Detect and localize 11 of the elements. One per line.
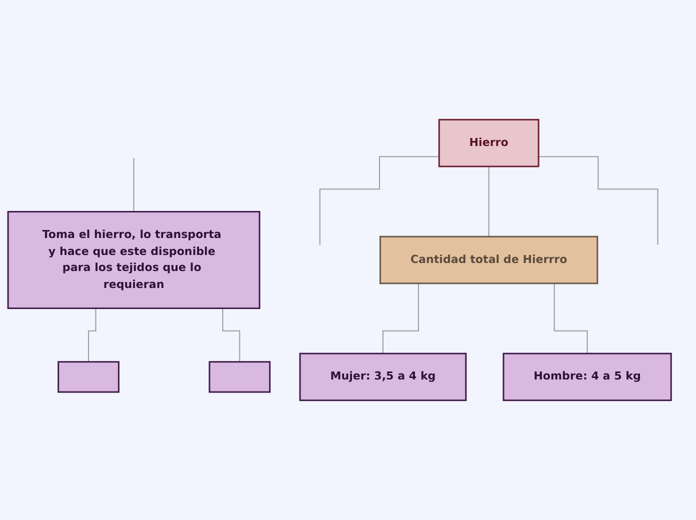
- node-box: [58, 361, 120, 393]
- connector: [319, 156, 440, 246]
- node-box: [208, 361, 271, 393]
- node-box: Toma el hierro, lo transporta y hace que este disponible para los tejidos que lo requieran: [7, 210, 260, 310]
- connector: [133, 158, 134, 212]
- node-box: Mujer: 3,5 a 4 kg: [299, 352, 467, 402]
- node-box: Hierro: [438, 118, 540, 168]
- connector: [538, 156, 658, 246]
- node-box: Cantidad total de Hierrro: [380, 236, 598, 284]
- node-box: Hombre: 4 a 5 kg: [502, 352, 672, 402]
- connector: [488, 166, 490, 238]
